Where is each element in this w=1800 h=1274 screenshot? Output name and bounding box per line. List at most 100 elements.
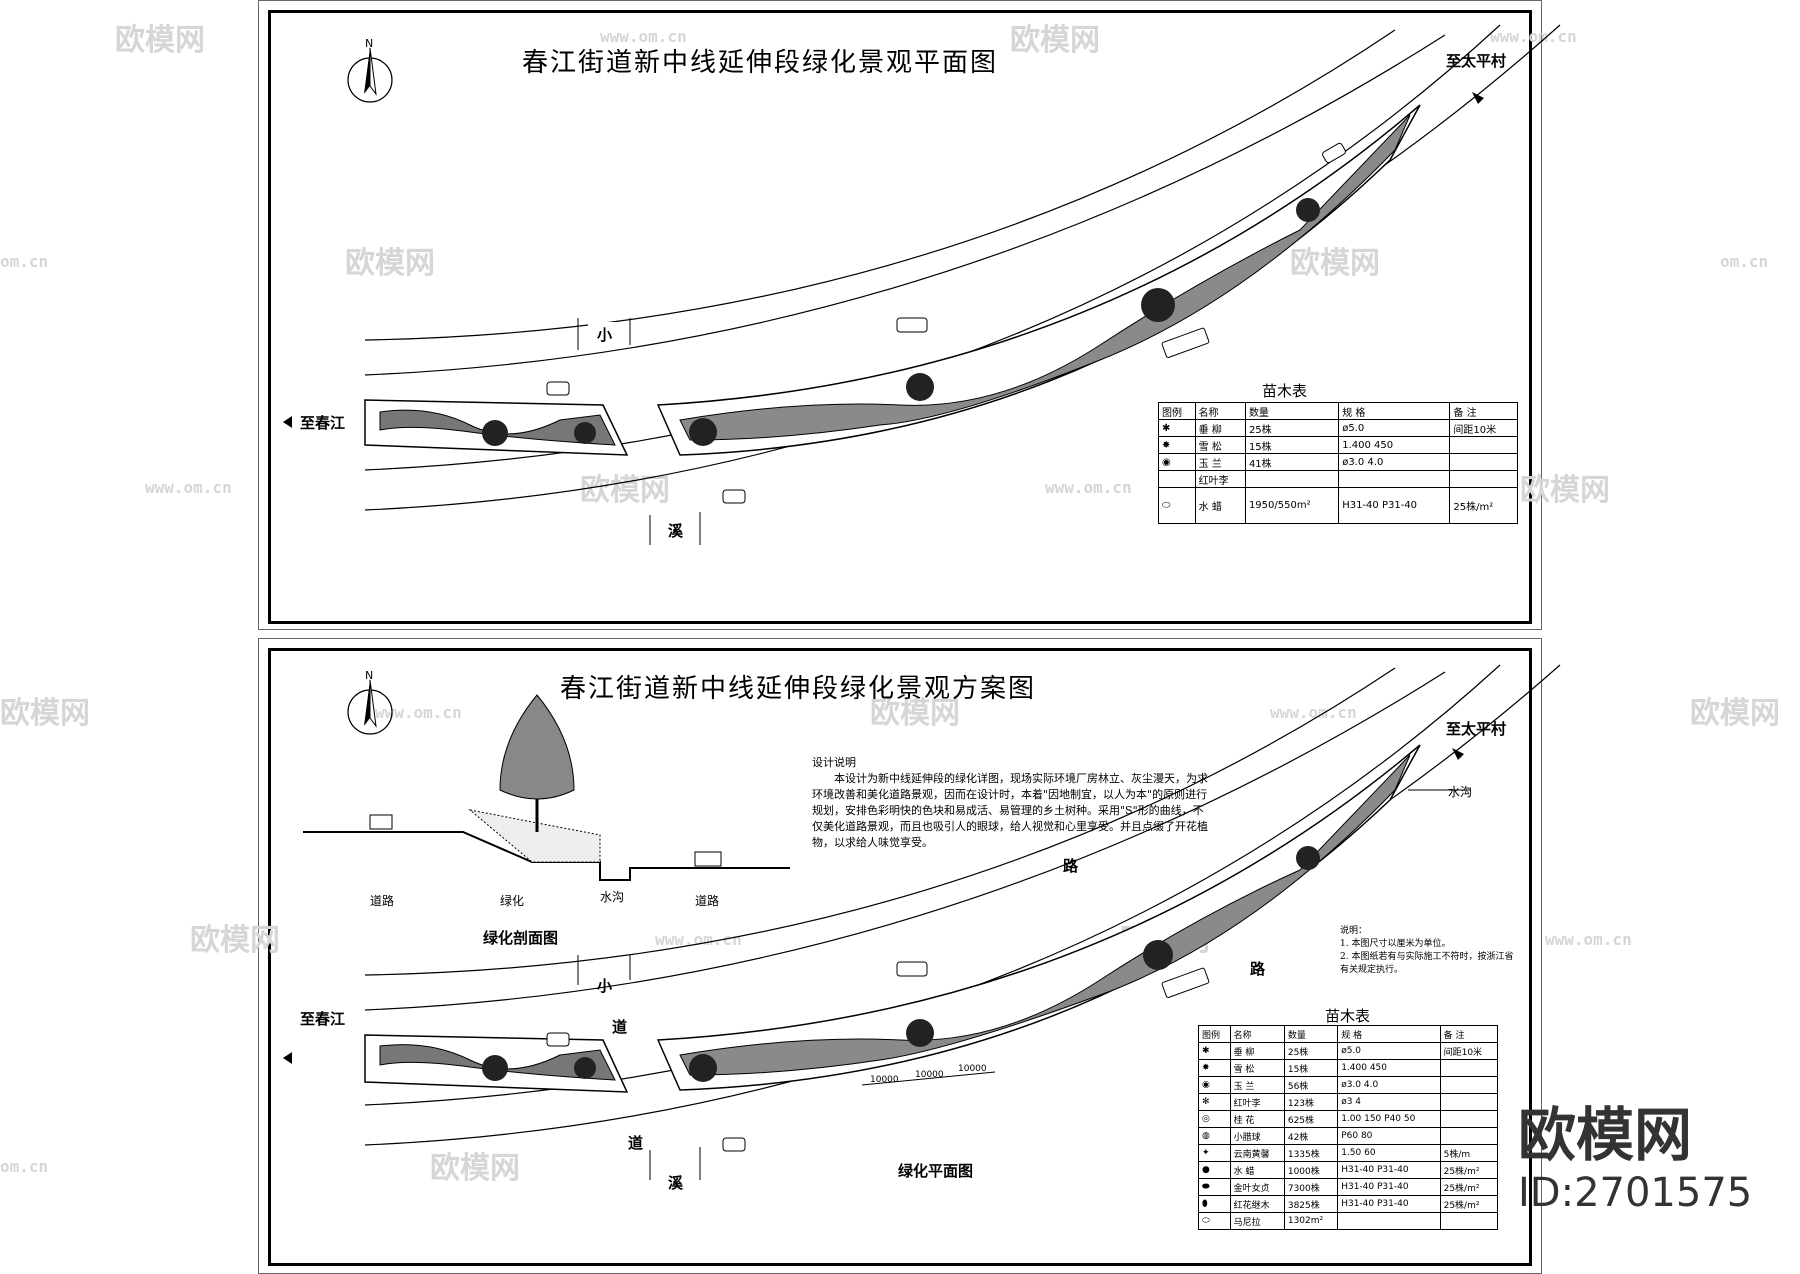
table-cell: 雪 松 — [1229, 1059, 1285, 1077]
table-cell — [1439, 1059, 1499, 1077]
plan-frame-bottom — [268, 648, 1532, 1266]
table-cell: 15株 — [1283, 1059, 1339, 1077]
direction-left-label: 至春江 — [300, 414, 346, 432]
instructions-title: 说明： — [1340, 926, 1368, 936]
table-cell — [1439, 1127, 1499, 1145]
direction-right-label: 至太平村 — [1446, 52, 1507, 70]
table-cell: 红花继木 — [1229, 1195, 1285, 1213]
watermark-site: om.cn — [0, 1157, 49, 1176]
road-label: 溪 — [668, 1174, 684, 1192]
road-label: 道 — [612, 1018, 628, 1036]
magnolia-icon: ◉ — [1198, 1076, 1231, 1094]
watermark-brand: 欧模网 — [190, 923, 280, 958]
table-cell: 1.00 150 P40 50 — [1337, 1110, 1441, 1128]
table-cell: 备 注 — [1439, 1025, 1499, 1043]
plan-drawing-top — [283, 24, 1561, 545]
table-cell — [1439, 1212, 1499, 1230]
table-cell: 56株 — [1283, 1076, 1339, 1094]
watermark-brand: 欧模网 — [1520, 473, 1610, 508]
table-cell: 桂 花 — [1229, 1110, 1285, 1128]
north-label: N — [365, 669, 374, 682]
table-cell: 小腊球 — [1229, 1127, 1285, 1145]
table-cell: ø3.0 4.0 — [1337, 1076, 1441, 1094]
table-cell: 间距10米 — [1439, 1042, 1499, 1060]
watermark-brand: 欧模网 — [0, 696, 90, 731]
willow-icon: ✱ — [1198, 1042, 1231, 1060]
watermark-site: www.om.cn — [375, 703, 462, 722]
privet-icon: ● — [1198, 1161, 1231, 1179]
table-cell: 规 格 — [1337, 1025, 1441, 1043]
direction-right-label: 至太平村 — [1446, 720, 1507, 738]
plan-subtitle: 绿化平面图 — [898, 1162, 974, 1180]
table-cell: 水 蜡 — [1194, 487, 1246, 524]
design-notes-title: 设计说明 — [812, 756, 856, 769]
watermark-brand: 欧模网 — [580, 473, 670, 508]
dimension-label: 10000 — [870, 1075, 899, 1085]
table-cell: 图例 — [1198, 1025, 1231, 1043]
cedar-icon: ✸ — [1198, 1059, 1231, 1077]
plum-icon: ✻ — [1198, 1093, 1231, 1111]
table-cell: 42株 — [1283, 1127, 1339, 1145]
table-cell: 5株/m — [1439, 1144, 1499, 1162]
road-label: 小 — [597, 977, 613, 995]
table-cell — [1337, 1212, 1441, 1230]
section-title: 绿化剖面图 — [483, 929, 559, 947]
table-cell: H31-40 P31-40 — [1337, 1161, 1441, 1179]
north-arrow-icon — [347, 47, 393, 103]
watermark-brand: 欧模网 — [345, 246, 435, 281]
instructions-line: 1. 本图尺寸以厘米为单位。 — [1340, 939, 1451, 949]
table-cell: 玉 兰 — [1229, 1076, 1285, 1094]
watermark-site: www.om.cn — [1045, 478, 1132, 497]
watermark-site: www.om.cn — [145, 478, 232, 497]
ditch-label: 水沟 — [1448, 785, 1473, 799]
road-label: 路 — [1250, 960, 1266, 978]
table-header: 图例 名称 数量 规 格 备 注 — [1158, 402, 1518, 420]
brand-logo-text: 欧模网 — [1518, 1101, 1693, 1169]
instructions-line: 2. 本图纸若有与实际施工不符时，按浙江省 — [1340, 952, 1514, 962]
table-cell: 25株/m² — [1439, 1195, 1499, 1213]
table-cell: 红叶李 — [1229, 1093, 1285, 1111]
section-label-road: 道路 — [695, 894, 720, 908]
road-label: 道 — [628, 1134, 644, 1152]
north-arrow-icon — [347, 679, 393, 735]
privet-icon: ⬭ — [1158, 487, 1196, 524]
table-cell: 1950/550m² — [1244, 487, 1340, 524]
lawn-icon: ⬭ — [1198, 1212, 1231, 1230]
table-cell: 金叶女贞 — [1229, 1178, 1285, 1196]
section-label-ditch: 水沟 — [600, 890, 625, 904]
table-cell: 水 蜡 — [1229, 1161, 1285, 1179]
table-cell: 25株/m² — [1449, 487, 1518, 524]
table-cell: ø5.0 — [1337, 1042, 1441, 1060]
north-label: N — [365, 37, 374, 50]
table-cell: H31-40 P31-40 — [1338, 487, 1451, 524]
plan-title-bottom: 春江街道新中线延伸段绿化景观方案图 — [560, 674, 1037, 704]
watermark-brand: 欧模网 — [1290, 246, 1380, 281]
table-header: 图例 名称 数量 规 格 备 注 — [1198, 1025, 1499, 1043]
plan-frame-top — [268, 10, 1532, 624]
plant-table-title: 苗木表 — [1325, 1007, 1371, 1025]
section-drawing — [303, 694, 790, 881]
table-cell: P60 80 — [1337, 1127, 1441, 1145]
watermark-site: www.om.cn — [600, 27, 687, 46]
table-cell: 3825株 — [1283, 1195, 1339, 1213]
watermark-site: om.cn — [1720, 252, 1769, 271]
road-label: 路 — [1063, 857, 1079, 875]
watermark-brand: 欧模网 — [115, 23, 205, 58]
table-cell: 625株 — [1283, 1110, 1339, 1128]
watermark-brand: 欧模网 — [870, 696, 960, 731]
shrub-ball-icon: ◍ — [1198, 1127, 1231, 1145]
table-cell: 1000株 — [1283, 1161, 1339, 1179]
table-cell: 1.400 450 — [1337, 1059, 1441, 1077]
table-cell: 123株 — [1283, 1093, 1339, 1111]
